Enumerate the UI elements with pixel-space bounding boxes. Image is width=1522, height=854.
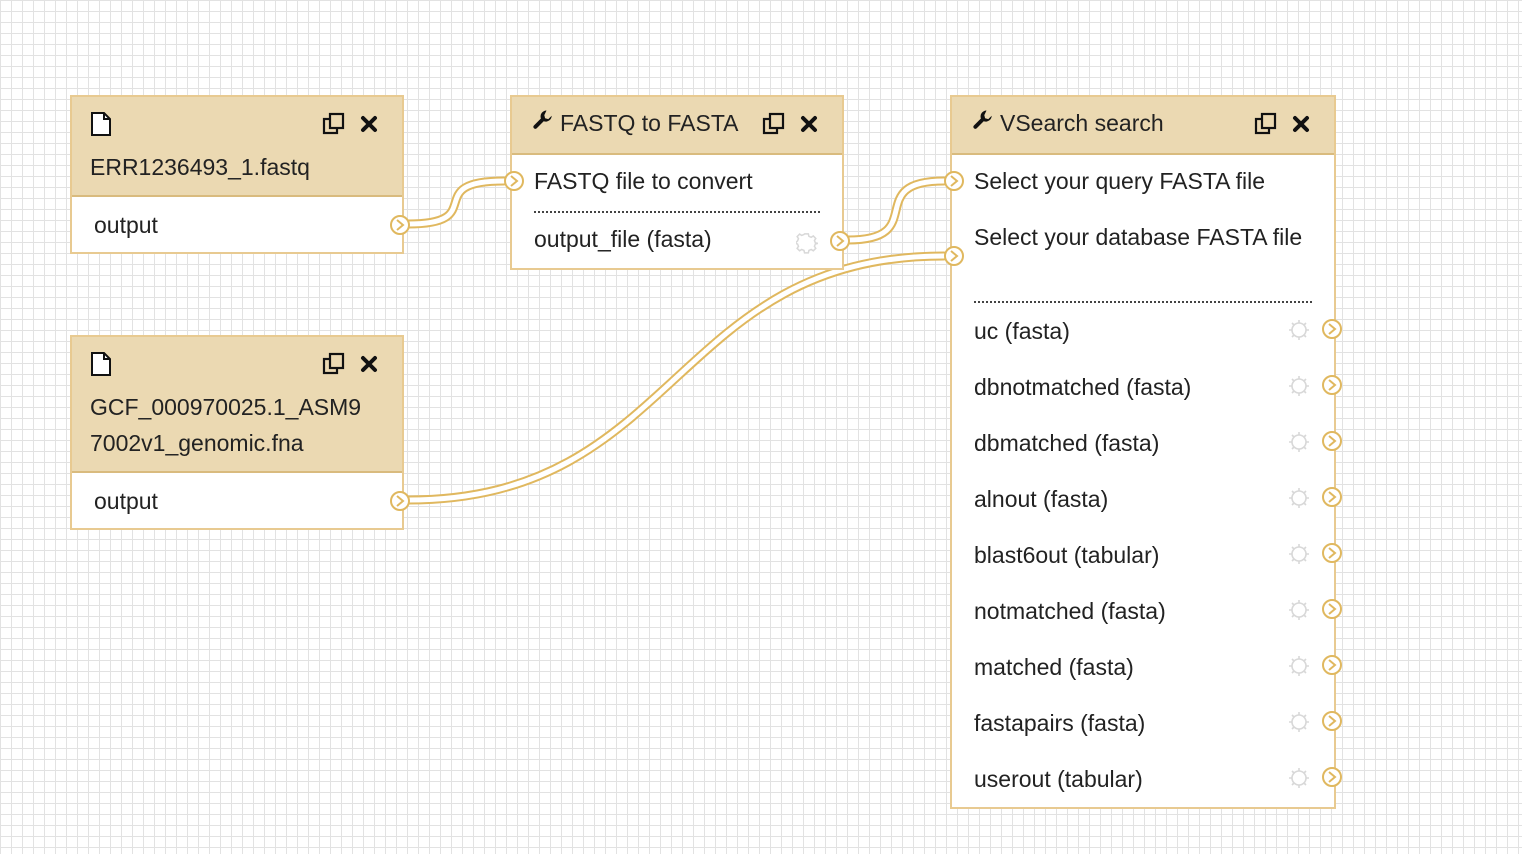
output-label: uc (fasta) bbox=[974, 318, 1070, 344]
output-label: userout (tabular) bbox=[974, 766, 1143, 792]
gear-icon[interactable] bbox=[793, 233, 819, 255]
node-title: VSearch search bbox=[1000, 110, 1164, 136]
wrench-icon bbox=[532, 105, 554, 141]
output-terminal[interactable] bbox=[1322, 711, 1342, 731]
close-icon[interactable] bbox=[1292, 115, 1310, 133]
output-label: dbnotmatched (fasta) bbox=[974, 374, 1192, 400]
copy-icon[interactable] bbox=[322, 352, 346, 376]
output-terminal[interactable] bbox=[1322, 655, 1342, 675]
output-label: fastapairs (fasta) bbox=[974, 710, 1146, 736]
output-terminal[interactable] bbox=[1322, 767, 1342, 787]
output-terminal[interactable] bbox=[1322, 599, 1342, 619]
output-terminal[interactable] bbox=[1322, 431, 1342, 451]
output-terminal[interactable] bbox=[1322, 375, 1342, 395]
copy-icon[interactable] bbox=[322, 112, 346, 136]
input-label: FASTQ file to convert bbox=[534, 168, 753, 194]
gear-icon[interactable] bbox=[1288, 375, 1310, 397]
file-icon bbox=[90, 111, 112, 147]
output-label: output bbox=[94, 212, 158, 238]
copy-icon[interactable] bbox=[1254, 112, 1278, 136]
io-divider bbox=[974, 301, 1312, 303]
gear-icon[interactable] bbox=[1288, 599, 1310, 621]
tool-node-vsearch-search[interactable]: VSearch search Select your query FASTA f… bbox=[944, 95, 1342, 809]
wrench-icon bbox=[972, 105, 994, 141]
output-terminal[interactable] bbox=[390, 215, 410, 235]
output-terminal[interactable] bbox=[1322, 319, 1342, 339]
connector-fastq-to-vsearch-query bbox=[843, 176, 949, 245]
node-header[interactable]: ERR1236493_1.fastq bbox=[72, 97, 402, 197]
input-terminal-query[interactable] bbox=[944, 171, 964, 191]
input-node-err1236493[interactable]: ERR1236493_1.fastq output bbox=[70, 95, 410, 254]
node-header[interactable]: GCF_000970025.1_ASM9 7002v1_genomic.fna bbox=[72, 337, 402, 473]
file-icon bbox=[90, 351, 112, 387]
output-terminal[interactable] bbox=[830, 231, 850, 251]
close-icon[interactable] bbox=[360, 115, 378, 133]
node-title: ERR1236493_1.fastq bbox=[90, 154, 310, 180]
output-label: alnout (fasta) bbox=[974, 486, 1109, 512]
gear-icon[interactable] bbox=[1288, 319, 1310, 341]
output-label: dbmatched (fasta) bbox=[974, 430, 1160, 456]
copy-icon[interactable] bbox=[762, 112, 786, 136]
output-terminal[interactable] bbox=[1322, 543, 1342, 563]
node-title-line-2: 7002v1_genomic.fna bbox=[90, 430, 304, 456]
output-terminal[interactable] bbox=[1322, 487, 1342, 507]
gear-icon[interactable] bbox=[1288, 431, 1310, 453]
close-icon[interactable] bbox=[360, 355, 378, 373]
input-label-database: Select your database FASTA file bbox=[974, 224, 1303, 250]
node-title: FASTQ to FASTA bbox=[560, 110, 739, 136]
close-icon[interactable] bbox=[800, 115, 818, 133]
output-label: output_file (fasta) bbox=[534, 226, 712, 252]
connector-input1-to-fastq bbox=[403, 176, 509, 229]
input-terminal[interactable] bbox=[504, 171, 524, 191]
output-terminal[interactable] bbox=[390, 491, 410, 511]
gear-icon[interactable] bbox=[1288, 487, 1310, 509]
output-label: matched (fasta) bbox=[974, 654, 1134, 680]
connector-input2-to-vsearch-database bbox=[403, 251, 949, 505]
output-label: blast6out (tabular) bbox=[974, 542, 1160, 568]
io-divider bbox=[534, 211, 820, 213]
node-header[interactable]: VSearch search bbox=[952, 97, 1334, 155]
node-header[interactable]: FASTQ to FASTA bbox=[512, 97, 842, 155]
gear-icon[interactable] bbox=[1288, 543, 1310, 565]
tool-node-fastq-to-fasta[interactable]: FASTQ to FASTA FASTQ file to convert out… bbox=[504, 95, 850, 270]
node-title-line-1: GCF_000970025.1_ASM9 bbox=[90, 394, 362, 420]
output-label: notmatched (fasta) bbox=[974, 598, 1166, 624]
output-label: output bbox=[94, 488, 158, 514]
gear-icon[interactable] bbox=[1288, 711, 1310, 733]
node-title: GCF_000970025.1_ASM9 7002v1_genomic.fna bbox=[90, 389, 361, 461]
input-node-gcf-genomic[interactable]: GCF_000970025.1_ASM9 7002v1_genomic.fna … bbox=[70, 335, 410, 530]
input-terminal-database[interactable] bbox=[944, 246, 964, 266]
gear-icon[interactable] bbox=[1288, 767, 1310, 789]
input-label-query: Select your query FASTA file bbox=[974, 168, 1266, 194]
gear-icon[interactable] bbox=[1288, 655, 1310, 677]
